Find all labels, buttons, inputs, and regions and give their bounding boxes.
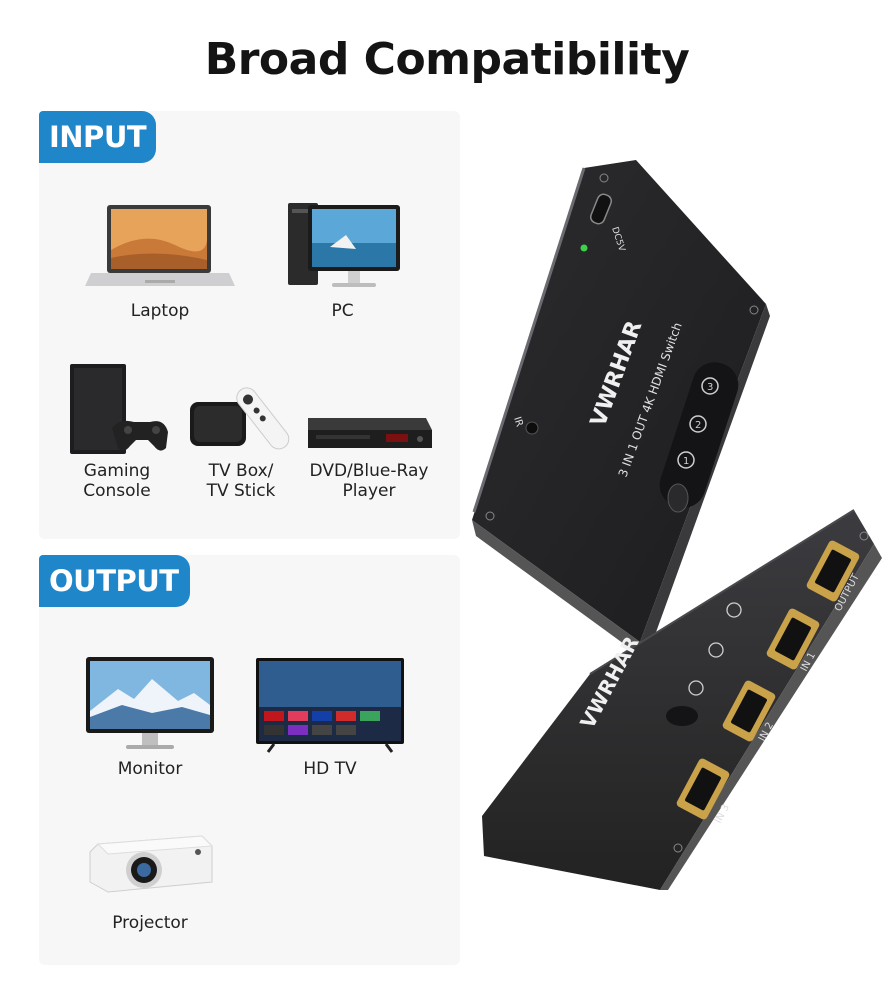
laptop-item: Laptop xyxy=(85,200,235,330)
dvd-player-label: DVD/Blue-Ray Player xyxy=(309,461,429,501)
ir-label: IR xyxy=(511,416,525,429)
game-console-icon xyxy=(70,364,168,454)
monitor-item: Monitor xyxy=(82,655,218,785)
select-button[interactable] xyxy=(667,483,689,513)
switch-top-view: DC5V IR VWRHAR 3 IN 1 OUT 4K HDMI Switch… xyxy=(472,160,770,660)
projector-icon xyxy=(89,835,214,893)
output-panel xyxy=(39,555,460,965)
laptop-label: Laptop xyxy=(130,301,190,321)
dvd-player-icon xyxy=(308,418,432,448)
tv-box-label: TV Box/ TV Stick xyxy=(206,461,276,501)
monitor-icon xyxy=(86,657,214,749)
desktop-pc-icon xyxy=(288,203,400,287)
gaming-console-item: Gaming Console xyxy=(62,360,172,501)
input-1-button[interactable] xyxy=(677,451,695,469)
hd-tv-icon xyxy=(256,658,404,753)
input-3-button[interactable] xyxy=(701,377,719,395)
projector-item: Projector xyxy=(80,830,220,940)
monitor-label: Monitor xyxy=(117,759,183,779)
input-tag: INPUT xyxy=(39,111,156,163)
input-1-button-label: 1 xyxy=(683,456,689,467)
input-2-button[interactable] xyxy=(689,415,707,433)
pc-item: PC xyxy=(270,195,415,330)
tv-box-icon xyxy=(190,387,290,450)
hd-tv-item: HD TV xyxy=(254,656,406,786)
page-title: Broad Compatibility xyxy=(204,34,690,85)
hd-tv-label: HD TV xyxy=(303,759,357,779)
dvd-player-item: DVD/Blue-Ray Player xyxy=(296,410,442,501)
input-2-button-label: 2 xyxy=(695,420,701,431)
power-led-icon xyxy=(580,244,588,252)
laptop-icon xyxy=(85,205,235,286)
pc-label: PC xyxy=(331,301,354,321)
tv-box-item: TV Box/ TV Stick xyxy=(184,380,298,501)
input-panel xyxy=(39,111,460,539)
hdmi-switch-illustration: DC5V IR VWRHAR 3 IN 1 OUT 4K HDMI Switch… xyxy=(472,160,882,890)
input-3-button-label: 3 xyxy=(707,382,713,393)
gaming-console-label: Gaming Console xyxy=(83,461,151,501)
ir-window-icon xyxy=(525,421,539,435)
output-tag: OUTPUT xyxy=(39,555,190,607)
projector-label: Projector xyxy=(112,913,188,933)
